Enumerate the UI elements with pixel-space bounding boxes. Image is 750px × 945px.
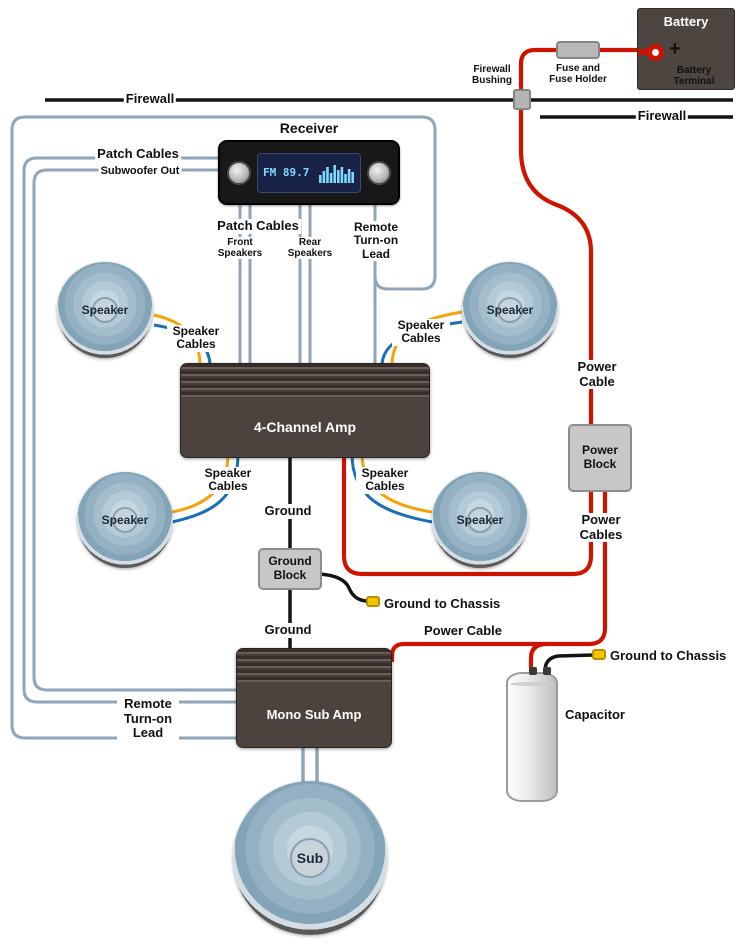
firewall-bushing-label: Firewall Bushing bbox=[472, 64, 512, 87]
four-channel-amp: 4-Channel Amp bbox=[180, 363, 430, 458]
ground-wire-capacitor-to-chassis bbox=[543, 653, 595, 672]
receiver-title: Receiver bbox=[279, 120, 339, 136]
battery-ring-terminal-icon bbox=[647, 44, 664, 61]
speaker-label: Speaker bbox=[456, 513, 504, 527]
speaker-rear-left: Speaker bbox=[77, 472, 173, 568]
power-cable-block-to-4ch-amp bbox=[341, 450, 594, 577]
heatsink-fins bbox=[181, 364, 429, 397]
capacitor-rim bbox=[510, 682, 554, 686]
capacitor-positive-terminal bbox=[529, 667, 537, 675]
ground-to-chassis-label-mid: Ground to Chassis bbox=[384, 596, 501, 611]
speaker-label: Speaker bbox=[81, 303, 129, 317]
patch-cables-label: Patch Cables bbox=[215, 218, 301, 234]
frequency-readout: FM 89.7 bbox=[263, 166, 310, 179]
speaker-label: Speaker bbox=[101, 513, 149, 527]
remote-lead-wire-branch bbox=[10, 115, 437, 740]
speaker-cables-label-fl: Speaker Cables bbox=[167, 324, 225, 352]
speaker-cone-cap bbox=[112, 507, 138, 533]
ring-terminal-ground-right bbox=[592, 649, 606, 660]
capacitor-negative-terminal bbox=[543, 667, 551, 675]
capacitor bbox=[506, 667, 558, 802]
sub-label: Sub bbox=[296, 850, 324, 866]
speaker-cable-rl-yellow bbox=[171, 453, 230, 514]
subwoofer-patch-wire-2 bbox=[32, 168, 238, 692]
firewall-label-left: Firewall bbox=[123, 91, 177, 107]
ground-wire-block-to-chassis bbox=[319, 572, 370, 603]
ground-label-top: Ground bbox=[262, 503, 314, 519]
battery-terminal-label: Battery Terminal bbox=[673, 65, 715, 87]
mono-sub-amp-label: Mono Sub Amp bbox=[266, 707, 362, 722]
battery-wire-stub bbox=[638, 49, 648, 55]
speaker-cone-cap bbox=[467, 507, 493, 533]
ground-to-chassis-label-right: Ground to Chassis bbox=[610, 648, 727, 663]
subwoofer-patch-wire-1 bbox=[22, 156, 238, 704]
battery-box: Battery + Battery Terminal bbox=[637, 8, 735, 90]
speaker-cone-cap bbox=[497, 297, 523, 323]
power-cable-label-mono: Power Cable bbox=[421, 623, 505, 639]
firewall-label-right: Firewall bbox=[635, 108, 689, 124]
speaker-cone-cap bbox=[92, 297, 118, 323]
rear-speakers-label: Rear Speakers bbox=[285, 237, 335, 260]
power-block-label: Power Block bbox=[581, 443, 618, 471]
speaker-front-right: Speaker bbox=[462, 262, 558, 358]
speaker-cables-label-rr: Speaker Cables bbox=[356, 466, 414, 494]
ground-label-bottom: Ground bbox=[262, 622, 314, 638]
speaker-cables-label-rl: Speaker Cables bbox=[199, 466, 257, 494]
sub-cone-cap bbox=[290, 838, 330, 878]
firewall-bushing-icon bbox=[513, 89, 531, 110]
remote-turn-on-lead-label-top: Remote Turn-on Lead bbox=[347, 220, 405, 262]
tuning-knob bbox=[367, 160, 391, 185]
fuse-holder-icon bbox=[556, 41, 600, 59]
ring-terminal-ground-mid bbox=[366, 596, 380, 607]
power-block: Power Block bbox=[568, 424, 632, 492]
power-cable-to-mono-amp bbox=[389, 641, 547, 662]
front-speakers-label: Front Speakers bbox=[215, 237, 265, 260]
ground-block: Ground Block bbox=[258, 548, 322, 590]
power-cable-label-right: Power Cable bbox=[571, 359, 623, 390]
capacitor-label: Capacitor bbox=[565, 707, 625, 722]
power-cable-battery-to-block bbox=[518, 47, 640, 440]
patch-cables-subwoofer-label-line2: Subwoofer Out bbox=[98, 165, 182, 178]
ground-block-label: Ground Block bbox=[268, 554, 312, 582]
four-channel-amp-label: 4-Channel Amp bbox=[253, 419, 357, 435]
speaker-cables-label-fr: Speaker Cables bbox=[392, 318, 450, 346]
receiver-display: FM 89.7 bbox=[257, 152, 361, 193]
speaker-cable-rr-blue bbox=[350, 453, 433, 524]
speaker-rear-right: Speaker bbox=[432, 472, 528, 568]
speaker-cable-rr-yellow bbox=[360, 453, 433, 514]
power-cables-label: Power Cables bbox=[573, 512, 629, 543]
remote-turn-on-lead-label-bottom: Remote Turn-on Lead bbox=[117, 696, 179, 741]
receiver: FM 89.7 bbox=[218, 140, 400, 205]
fuse-holder-label: Fuse and Fuse Holder bbox=[549, 63, 607, 86]
spectrum-bars-icon bbox=[319, 164, 354, 183]
power-cable-block-to-capacitor bbox=[528, 478, 608, 678]
battery-label: Battery bbox=[663, 14, 709, 29]
speaker-label: Speaker bbox=[486, 303, 534, 317]
patch-cables-subwoofer-label-line1: Patch Cables bbox=[95, 146, 181, 162]
mono-sub-amp: Mono Sub Amp bbox=[236, 648, 392, 748]
speaker-front-left: Speaker bbox=[57, 262, 153, 358]
battery-plus-sign: + bbox=[669, 38, 681, 60]
volume-knob bbox=[227, 160, 251, 185]
subwoofer: Sub bbox=[233, 781, 387, 935]
heatsink-fins bbox=[237, 649, 391, 682]
speaker-cable-rl-blue bbox=[171, 453, 240, 524]
